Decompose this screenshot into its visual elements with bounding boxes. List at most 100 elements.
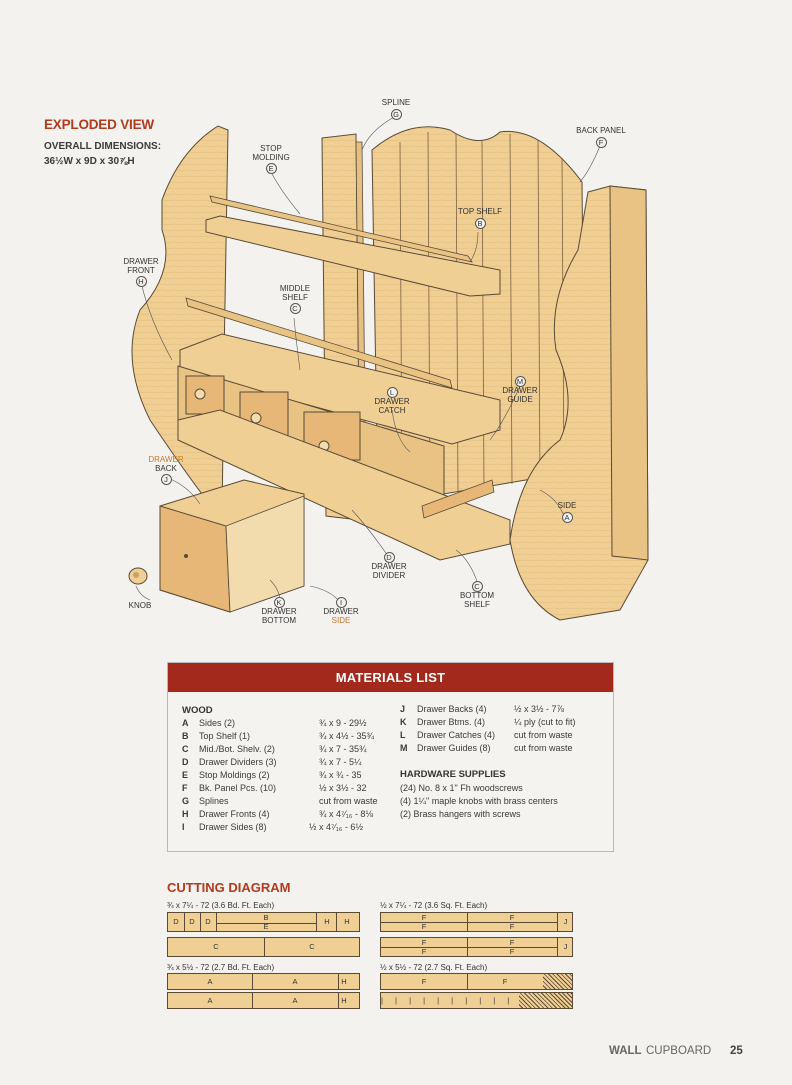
side-label: SIDE xyxy=(557,501,577,510)
cutting-board: F F xyxy=(380,973,573,990)
overall-dimensions-value: 36½W x 9D x 30⅞H xyxy=(44,156,135,167)
cutting-diagram-title: CUTTING DIAGRAM xyxy=(167,880,291,895)
overall-dimensions-label: OVERALL DIMENSIONS: xyxy=(44,141,162,152)
callout-spline: SPLINE G xyxy=(375,98,417,120)
bottom-shelf xyxy=(177,409,511,561)
drawer-side-label-2: SIDE xyxy=(331,615,351,625)
piece-d: D xyxy=(200,913,217,931)
piece-c: C xyxy=(168,938,265,956)
drawer-front-letter: H xyxy=(135,276,147,288)
piece-c: C xyxy=(309,942,315,951)
piece-j: J xyxy=(557,938,573,956)
spline-letter: G xyxy=(390,108,402,120)
piece-j: J xyxy=(557,913,573,931)
callout-bottom-shelf: C BOTTOM SHELF xyxy=(452,580,502,609)
waste-hatch xyxy=(519,993,572,1008)
wood-heading: WOOD xyxy=(182,705,213,716)
piece-f: F xyxy=(381,923,468,931)
drawer-back-letter: J xyxy=(160,474,172,486)
piece-h: H xyxy=(341,996,347,1005)
cutting-board: D D D B E H H xyxy=(167,912,360,932)
stop-molding-letter: E xyxy=(265,163,277,175)
drawer-bottom-letter: K xyxy=(273,597,285,608)
piece-d: D xyxy=(168,913,185,931)
drawer-divider-letter: D xyxy=(383,552,395,563)
piece-i-row: | | | | | | | | | | | | xyxy=(381,996,519,1005)
cutting-board: A A H xyxy=(167,992,360,1009)
callout-middle-shelf: MIDDLE SHELF C xyxy=(272,284,318,315)
drawer-bottom-label-1: DRAWER xyxy=(261,607,297,616)
drawer-back-label-2: BACK xyxy=(155,463,177,473)
piece-f: F xyxy=(381,948,468,956)
cutting-board: | | | | | | | | | | | | xyxy=(380,992,573,1009)
footer-title: CUPBOARD xyxy=(646,1045,712,1057)
materials-list-title: MATERIALS LIST xyxy=(168,663,613,692)
callout-drawer-divider: D DRAWER DIVIDER xyxy=(364,551,414,580)
drawer-catch-label-1: DRAWER xyxy=(374,397,410,406)
callout-drawer-bottom: K DRAWER BOTTOM xyxy=(254,596,304,625)
drawer-guide-label-1: DRAWER xyxy=(502,386,538,395)
drawer-front-label-2: FRONT xyxy=(127,265,155,275)
stop-molding-label-1: STOP xyxy=(260,144,282,153)
callout-drawer-front: DRAWER FRONT H xyxy=(118,257,164,288)
callout-top-shelf: TOP SHELF B xyxy=(452,207,508,229)
drawer-guide-letter: M xyxy=(514,376,526,387)
cutting-board: F F F F J xyxy=(380,912,573,932)
piece-a: A xyxy=(252,993,339,1008)
cutting-board: F F F F J xyxy=(380,937,573,957)
drawer-assembly xyxy=(159,479,305,613)
drawer-catch-label-2: CATCH xyxy=(378,405,406,415)
cutting-board: A A H xyxy=(167,973,360,990)
top-shelf-label: TOP SHELF xyxy=(457,207,503,216)
piece-h: H xyxy=(341,977,347,986)
drawer-guide-label-2: GUIDE xyxy=(507,394,533,404)
drawer-front-label-1: DRAWER xyxy=(123,257,159,266)
piece-d: D xyxy=(184,913,201,931)
bottom-shelf-letter: C xyxy=(471,581,483,592)
callout-drawer-catch: L DRAWER CATCH xyxy=(368,386,416,415)
piece-f: F xyxy=(467,974,544,989)
hardware-item: (2) Brass hangers with screws xyxy=(400,809,521,819)
drawer-divider-label-1: DRAWER xyxy=(371,562,407,571)
bottom-shelf-label-1: BOTTOM xyxy=(459,591,495,600)
top-shelf xyxy=(205,215,501,297)
piece-f: F xyxy=(509,947,515,956)
piece-h: H xyxy=(336,913,357,931)
board-4-label: ½ x 5½ - 72 (2.7 Sq. Ft. Each) xyxy=(380,963,488,972)
piece-b: B xyxy=(216,913,316,924)
drawer-guide xyxy=(421,479,495,519)
drawer-side-letter: I xyxy=(335,597,347,608)
knob-label: KNOB xyxy=(128,601,152,610)
piece-e: E xyxy=(263,922,269,931)
piece-a: A xyxy=(252,974,339,989)
callout-drawer-back: DRAWER BACK J xyxy=(142,455,190,486)
drawer-catch-letter: L xyxy=(386,387,398,398)
page-number: 25 xyxy=(730,1045,743,1057)
board-1-label: ¾ x 7¼ - 72 (3.6 Bd. Ft. Each) xyxy=(167,901,275,910)
footer-title-bold: WALL xyxy=(609,1045,642,1057)
middle-shelf-label-1: MIDDLE xyxy=(279,284,311,293)
hardware-heading: HARDWARE SUPPLIES xyxy=(400,769,506,780)
callout-stop-molding: STOP MOLDING E xyxy=(245,144,297,175)
drawer-bottom-label-2: BOTTOM xyxy=(261,615,297,625)
callout-drawer-side: I DRAWER SIDE xyxy=(316,596,366,625)
callout-knob: KNOB xyxy=(121,601,159,611)
piece-h: H xyxy=(316,913,337,931)
drawer-back-label-1: DRAWER xyxy=(148,455,184,464)
board-2-label: ¾ x 5½ - 72 (2.7 Bd. Ft. Each) xyxy=(167,963,275,972)
callout-side: SIDE A xyxy=(548,501,586,523)
cutting-board: C C xyxy=(167,937,360,957)
callout-drawer-guide: M DRAWER GUIDE xyxy=(497,375,543,404)
